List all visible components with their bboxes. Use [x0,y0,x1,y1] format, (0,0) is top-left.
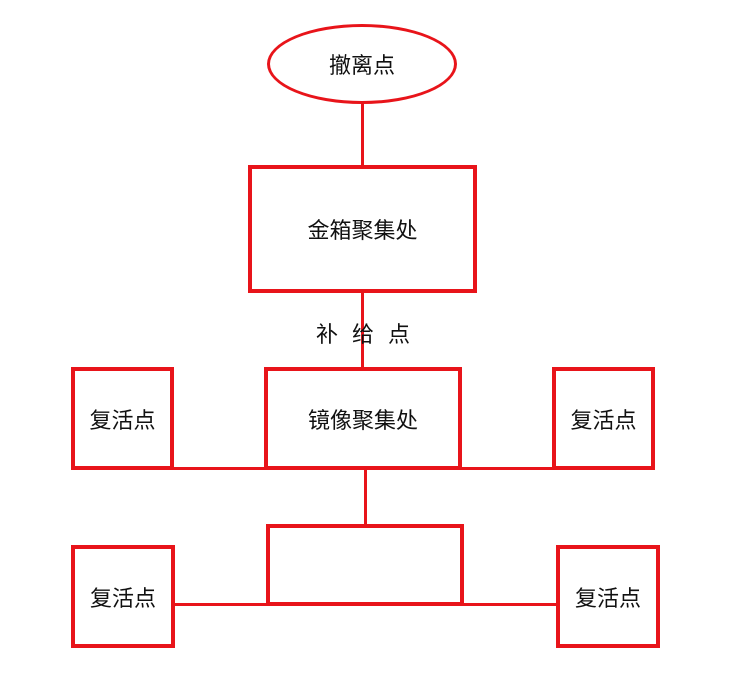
connector-evac-gold [361,103,364,167]
revive-point-bottom-left-node: 复活点 [71,545,175,648]
evac-point-node: 撤离点 [267,24,457,104]
revive-point-top-left-node: 复活点 [71,367,174,470]
revive-point-label: 复活点 [89,586,156,612]
revive-point-bottom-right-node: 复活点 [556,545,660,648]
supply-point-label: 补 给 点 [316,323,410,348]
gold-chest-gathering-label: 金箱聚集处 [307,219,418,244]
connector-gold-mirror [361,292,364,370]
connector-mirror-blank [364,468,367,528]
revive-point-label: 复活点 [89,408,156,434]
gold-chest-gathering-node: 金箱聚集处 [248,165,477,293]
revive-point-label: 复活点 [570,408,637,434]
evac-point-label: 撤离点 [328,54,395,79]
revive-point-top-right-node: 复活点 [552,367,655,470]
blank-node [266,524,464,606]
mirror-gathering-node: 镜像聚集处 [264,367,462,470]
revive-point-label: 复活点 [574,586,641,612]
mirror-gathering-label: 镜像聚集处 [307,408,418,434]
